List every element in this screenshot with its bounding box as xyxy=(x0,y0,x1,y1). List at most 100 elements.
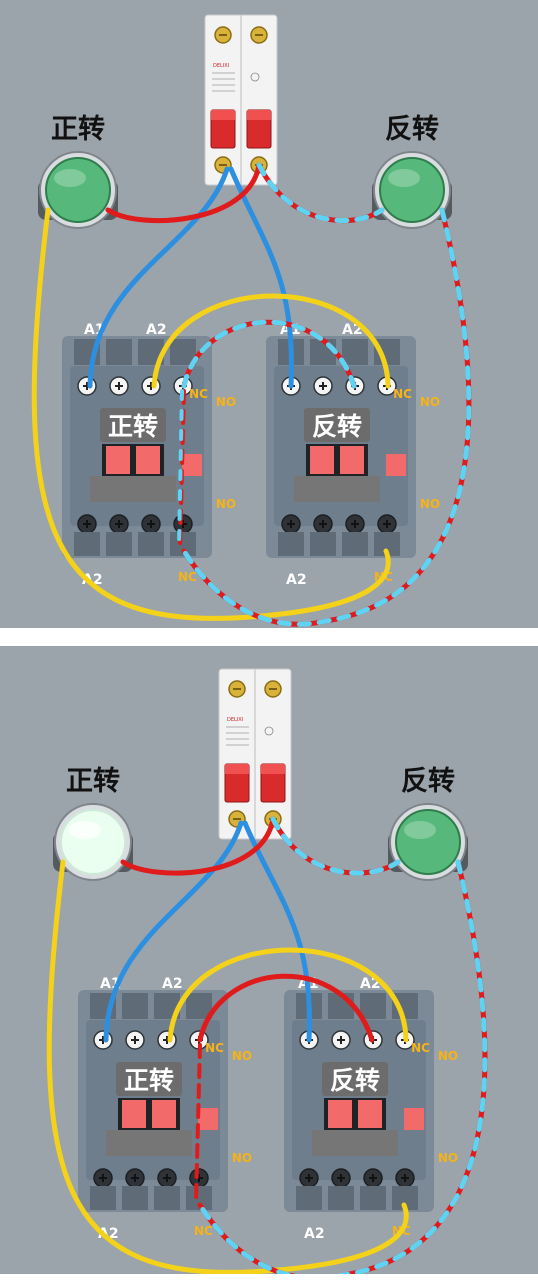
button-cap[interactable] xyxy=(45,157,111,223)
lever-highlight xyxy=(247,110,271,120)
no-label-bottom: NO xyxy=(216,497,236,511)
no-label-top: NO xyxy=(216,395,236,409)
wire-cyan-right-loop xyxy=(197,859,488,1274)
button-right-label: 反转 xyxy=(401,766,455,797)
button-left-label: 正转 xyxy=(66,766,120,797)
aux-indicator xyxy=(386,454,406,476)
nc-left-bottom-label: NC xyxy=(194,1224,213,1238)
terminal-housing xyxy=(122,1186,148,1210)
wires xyxy=(46,816,488,1274)
breaker-cert-icon xyxy=(264,726,274,736)
armature-left xyxy=(106,446,130,474)
button-shine xyxy=(404,821,436,839)
plus-screw-icon xyxy=(337,1036,345,1044)
wire-yellow-bottom xyxy=(46,859,409,1274)
contactor-left-label: 正转 xyxy=(124,1066,174,1095)
plus-screw-icon xyxy=(131,1174,139,1182)
wire-nc-no-link xyxy=(194,1043,202,1202)
armature-right xyxy=(358,1100,382,1128)
a2-left-bottom-label: A2 xyxy=(82,572,103,588)
breaker-cert-icon xyxy=(250,72,260,82)
plus-screw-icon xyxy=(147,520,155,528)
plus-screw-icon xyxy=(115,382,123,390)
nc-label: NC xyxy=(189,387,208,401)
wire-yellow-arch xyxy=(167,947,409,1043)
terminal-housing xyxy=(342,339,368,365)
terminal-housing xyxy=(360,1186,386,1210)
terminal-housing xyxy=(106,532,132,556)
button-cap[interactable] xyxy=(60,809,126,875)
a2-left-label: A2 xyxy=(146,322,167,338)
wire-cyan-arch xyxy=(181,319,357,389)
armature-right xyxy=(136,446,160,474)
terminal-housing xyxy=(106,339,132,365)
wire-yellow-arch xyxy=(151,293,391,389)
terminal-housing xyxy=(74,532,100,556)
armature-right xyxy=(340,446,364,474)
wire-yellow-bottom xyxy=(31,207,391,621)
terminal-housing xyxy=(278,532,304,556)
button-shine xyxy=(388,169,420,187)
button-right-label: 反转 xyxy=(385,114,439,145)
contactor-slide xyxy=(294,476,380,502)
plus-screw-icon xyxy=(83,520,91,528)
breaker-brand-text: DELIXI xyxy=(213,63,229,69)
button-cap[interactable] xyxy=(379,157,445,223)
armature-left xyxy=(122,1100,146,1128)
button-shine xyxy=(69,821,101,839)
no-label-bottom: NO xyxy=(232,1151,252,1165)
wire-red-left-button xyxy=(120,816,276,876)
contactor-left-label: 正转 xyxy=(108,412,158,441)
plus-screw-icon xyxy=(305,1174,313,1182)
terminal-housing xyxy=(154,1186,180,1210)
no-label-top: NO xyxy=(420,395,440,409)
contactor-slide xyxy=(312,1130,398,1156)
no-label-top: NO xyxy=(232,1049,252,1063)
nc-label: NC xyxy=(393,387,412,401)
button-shine xyxy=(54,169,86,187)
contactor-slide xyxy=(106,1130,192,1156)
contactor-right-label: 反转 xyxy=(330,1066,380,1095)
a2-left-bottom-label: A2 xyxy=(98,1226,119,1242)
wire-red-left-button xyxy=(105,162,262,224)
contactor-label-plate xyxy=(322,1062,388,1096)
plus-screw-icon xyxy=(99,1174,107,1182)
plus-screw-icon xyxy=(369,1174,377,1182)
contactor-label-plate xyxy=(100,408,166,442)
wire-red-right-button xyxy=(270,816,401,876)
plus-screw-icon xyxy=(115,520,123,528)
armature-right xyxy=(152,1100,176,1128)
plus-screw-icon xyxy=(319,520,327,528)
button-left-label: 正转 xyxy=(51,114,105,145)
terminal-housing xyxy=(138,532,164,556)
wire-blue-left xyxy=(103,820,244,1043)
wire-cyan-right-loop xyxy=(181,207,472,627)
wire-blue-left xyxy=(87,166,230,389)
plus-screw-icon xyxy=(337,1174,345,1182)
button-cap[interactable] xyxy=(395,809,461,875)
nc-left-bottom-label: NC xyxy=(178,570,197,584)
terminal-housing xyxy=(360,993,386,1019)
plus-screw-icon xyxy=(163,1174,171,1182)
a2-right-bottom-label: A2 xyxy=(304,1226,325,1242)
lever-highlight xyxy=(261,764,285,774)
contactor-label-plate xyxy=(304,408,370,442)
lever-highlight xyxy=(211,110,235,120)
terminal-housing xyxy=(328,1186,354,1210)
terminal-housing xyxy=(296,1186,322,1210)
contactor-right-label: 反转 xyxy=(312,412,362,441)
aux-indicator xyxy=(404,1108,424,1130)
wire-cyan-right-button xyxy=(256,162,385,223)
armature-left xyxy=(328,1100,352,1128)
terminal-housing xyxy=(90,1186,116,1210)
plus-screw-icon xyxy=(351,520,359,528)
terminal-housing xyxy=(310,532,336,556)
contactor-label-plate xyxy=(116,1062,182,1096)
aux-indicator xyxy=(198,1108,218,1130)
plus-screw-icon xyxy=(319,382,327,390)
